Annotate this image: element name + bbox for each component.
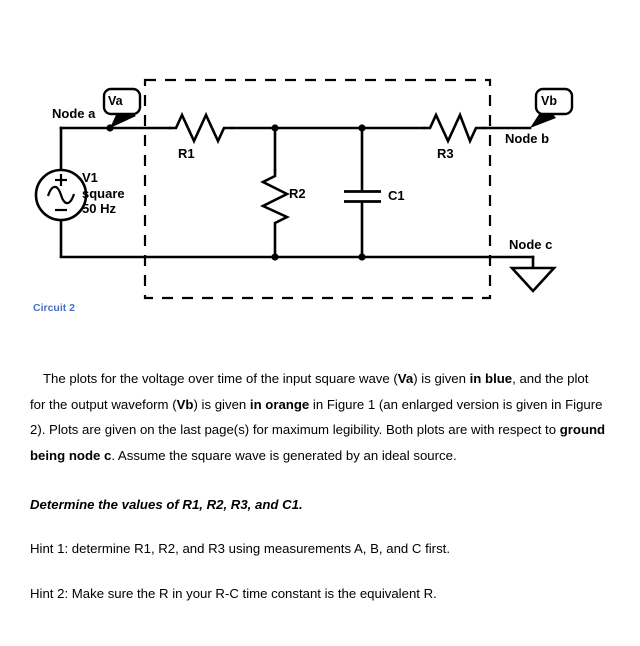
c1-label: C1 <box>388 188 405 203</box>
r3-label: R3 <box>437 146 454 161</box>
r2-label: R2 <box>289 186 306 201</box>
bottom-rail-wires <box>59 255 535 270</box>
probe-vb[interactable] <box>530 87 574 128</box>
circuit-diagram: Va Vb Node a Node b Node c R1 R2 R3 C1 V… <box>33 78 574 314</box>
voltage-source-symbol <box>34 168 88 257</box>
intro-part-4: ) is given <box>193 396 250 412</box>
junction-dots <box>271 124 366 261</box>
vb-inline-label: Vb <box>176 396 194 412</box>
probe-va[interactable] <box>102 87 142 132</box>
figure-caption: Circuit 2 <box>33 302 76 314</box>
intro-part-3: , and the plot for the output waveform ( <box>30 371 589 412</box>
va-inline-label: Va <box>397 371 414 386</box>
r1-label: R1 <box>178 146 195 161</box>
top-rail-wires <box>59 111 532 172</box>
ground-node-emphasis: ground being node c <box>30 422 606 463</box>
in-orange-emphasis: in orange <box>249 396 310 412</box>
hint-1: Hint 1: determine R1, R2, and R3 using m… <box>30 541 450 556</box>
probe-vb-box <box>534 87 574 116</box>
r2-branch <box>259 126 291 259</box>
source-waveform: square <box>82 185 125 201</box>
source-name: V1 <box>82 170 98 185</box>
dashed-enclosure-box <box>143 78 492 300</box>
intro-part-5: in Figure 1 (an enlarged version is give… <box>30 396 603 438</box>
node-a-label: Node a <box>52 106 96 121</box>
voltage-source-label: V1 square 50 Hz <box>82 170 125 217</box>
determine-instruction: Determine the values of R1, R2, R3, and … <box>30 497 303 512</box>
problem-text-block: The plots for the voltage over time of t… <box>30 366 610 604</box>
hint-2: Hint 2: Make sure the R in your R-C time… <box>30 586 437 601</box>
probe-vb-label: Vb <box>541 94 557 108</box>
ground-symbol <box>509 266 557 293</box>
in-blue-emphasis: in blue <box>469 371 513 386</box>
node-c-label: Node c <box>509 237 553 252</box>
intro-part-6: . Assume the square wave is generated by… <box>111 447 457 463</box>
probe-va-label: Va <box>108 94 123 108</box>
circuit-schematic-svg <box>34 78 574 300</box>
node-b-label: Node b <box>505 131 550 146</box>
probe-va-pointer <box>110 104 136 128</box>
probe-va-contact-dot <box>106 124 114 132</box>
intro-paragraph: The plots for the voltage over time of t… <box>30 366 606 468</box>
intro-part-2: ) is given <box>413 371 470 386</box>
intro-part-1: The plots for the voltage over time of t… <box>43 371 398 386</box>
probe-va-box <box>102 87 142 116</box>
c1-branch <box>344 128 381 257</box>
source-frequency: 50 Hz <box>82 201 116 216</box>
